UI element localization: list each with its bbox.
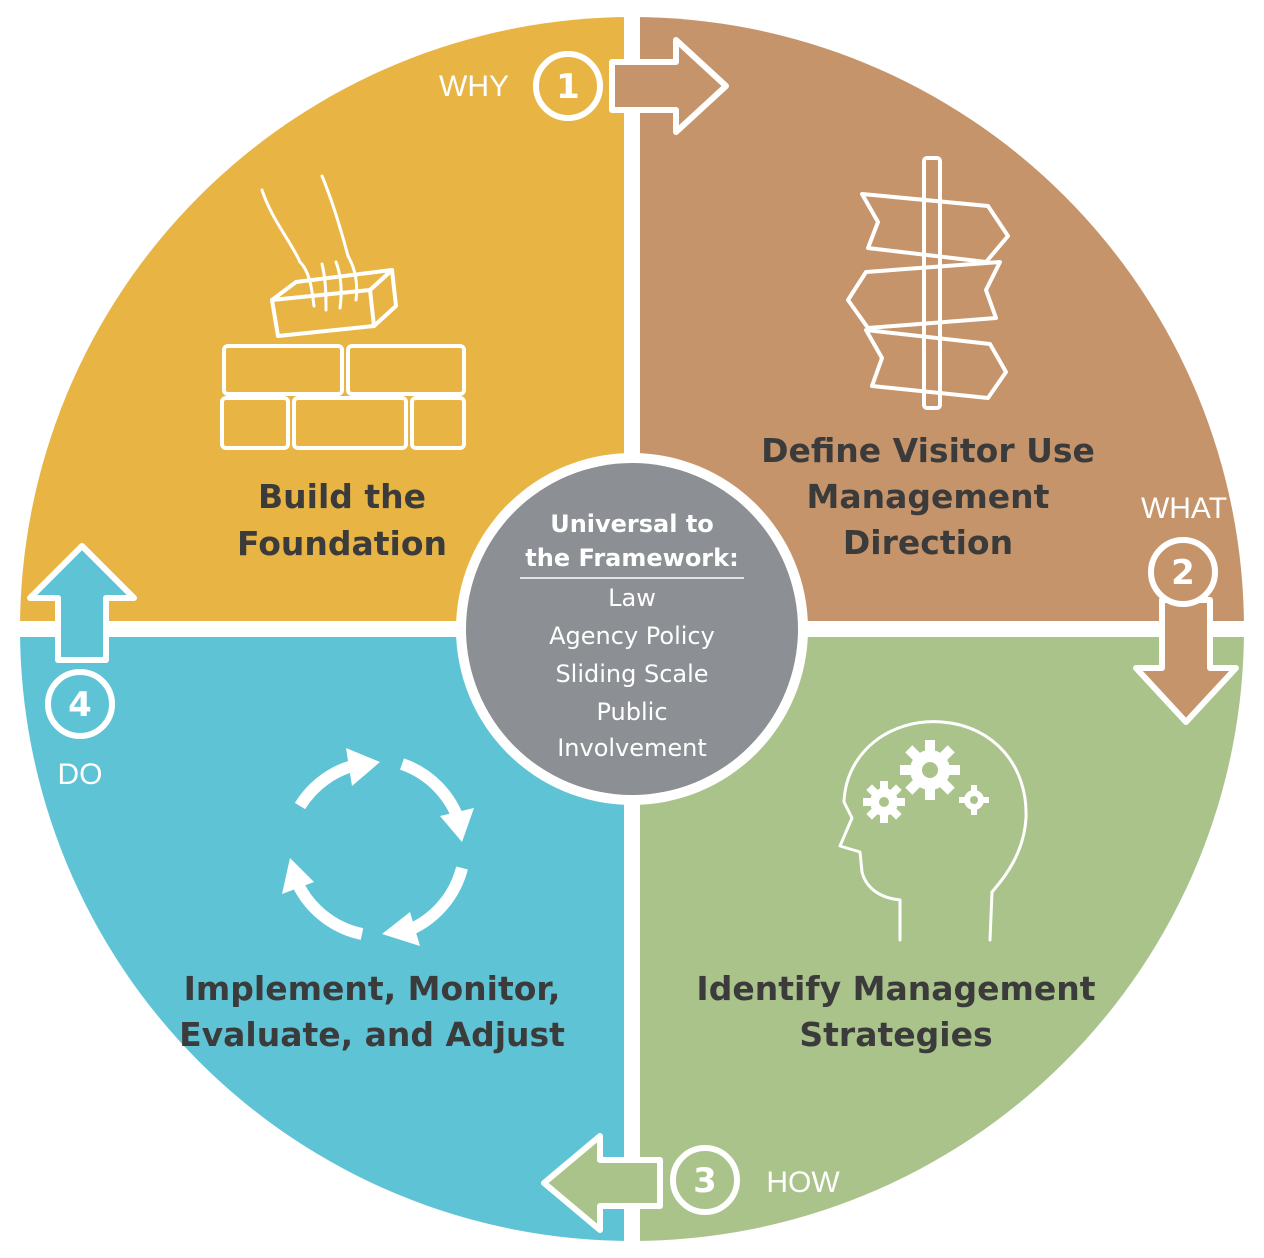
title-build-foundation: Build the Foundation — [237, 477, 447, 563]
svg-text:Strategies: Strategies — [799, 1015, 992, 1054]
step-3-badge: 3 — [670, 1145, 740, 1215]
step-1-badge: 1 — [533, 51, 603, 121]
quadrant-build-foundation — [20, 17, 632, 629]
quadrant-implement — [20, 629, 632, 1241]
step-2-question: WHAT — [1141, 492, 1227, 525]
svg-text:Define Visitor Use: Define Visitor Use — [761, 431, 1095, 470]
center-item-public: Public — [596, 698, 667, 726]
svg-text:Management: Management — [807, 477, 1050, 516]
title-define-direction: Define Visitor Use Management Direction — [761, 431, 1095, 562]
svg-text:Identify Management: Identify Management — [696, 969, 1095, 1008]
step-1-arrow — [609, 37, 729, 135]
step-3-arrow — [541, 1133, 663, 1233]
center-item-law: Law — [608, 584, 656, 612]
step-2-badge: 2 — [1148, 537, 1218, 607]
step-4-badge: 4 — [45, 669, 115, 739]
step-2-number: 2 — [1171, 553, 1195, 593]
svg-text:Direction: Direction — [843, 523, 1013, 562]
cycle-arrows-icon — [282, 748, 474, 946]
center-item-involvement: Involvement — [557, 734, 707, 762]
step-3-question: HOW — [766, 1166, 840, 1199]
brick-wall-hand-icon — [220, 174, 466, 450]
step-4-number: 4 — [68, 685, 92, 725]
center-heading-line-2: the Framework: — [525, 544, 738, 572]
center-heading-line-1: Universal to — [550, 510, 714, 538]
center-circle: Universal to the Framework: Law Agency P… — [456, 453, 808, 805]
svg-text:Foundation: Foundation — [237, 524, 447, 563]
svg-text:Build the: Build the — [258, 477, 426, 516]
head-gears-icon — [838, 720, 1028, 942]
svg-text:Implement, Monitor,: Implement, Monitor, — [184, 969, 561, 1008]
step-4-question: DO — [58, 758, 103, 791]
center-item-agency-policy: Agency Policy — [549, 622, 715, 650]
center-item-sliding-scale: Sliding Scale — [555, 660, 708, 688]
step-2-arrow — [1133, 597, 1239, 725]
title-implement: Implement, Monitor, Evaluate, and Adjust — [179, 969, 565, 1054]
title-identify-strategies: Identify Management Strategies — [696, 969, 1095, 1054]
quadrant-identify-strategies — [632, 629, 1244, 1241]
signpost-icon — [846, 156, 1010, 410]
step-1-question: WHY — [439, 70, 509, 103]
step-1-number: 1 — [556, 67, 580, 107]
step-4-arrow — [27, 543, 137, 663]
svg-text:Evaluate, and Adjust: Evaluate, and Adjust — [179, 1015, 565, 1054]
step-3-number: 3 — [693, 1161, 717, 1201]
